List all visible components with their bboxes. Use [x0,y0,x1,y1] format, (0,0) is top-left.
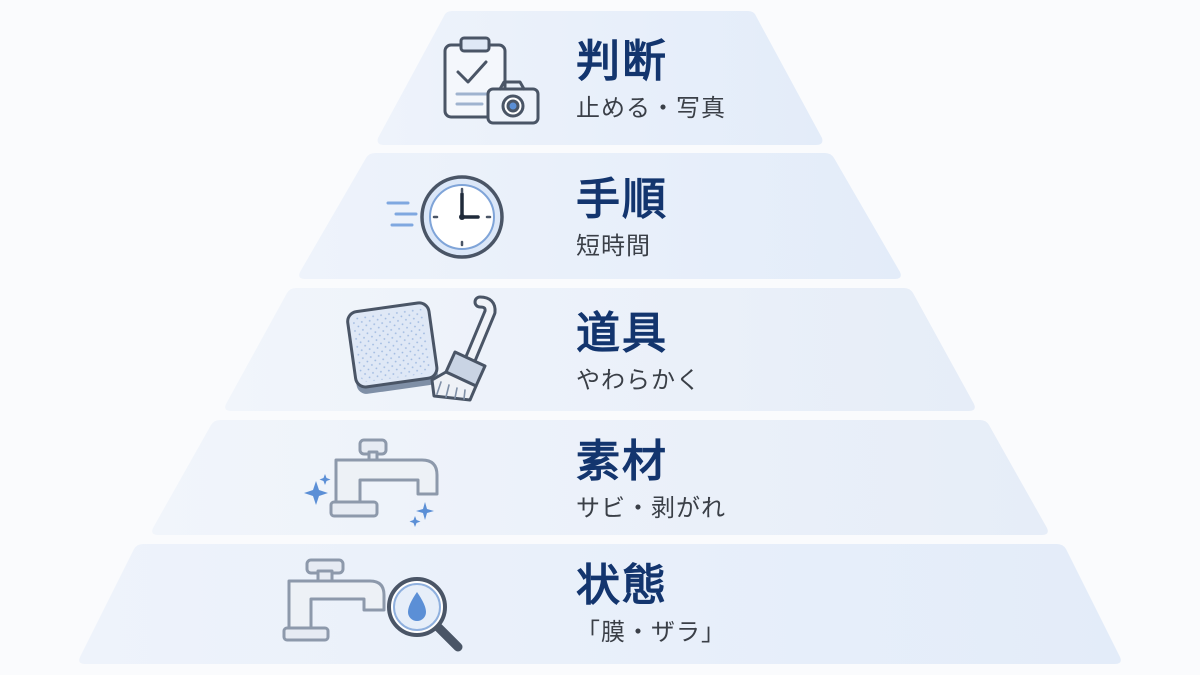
tier-5-subtitle: 「膜・ザラ」 [576,618,726,646]
clipboard-camera-icon [443,36,540,125]
tier-1-title: 判断 [576,36,668,87]
tier-4-label: 素材 サビ・剥がれ [576,436,726,523]
tier-2-subtitle: 短時間 [576,232,651,260]
tier-2-title: 手順 [576,174,668,225]
tier-1-subtitle: 止める・写真 [576,94,726,122]
faucet-magnifier-icon [282,558,463,652]
tier-4-title: 素材 [576,436,668,487]
clock-icon [386,175,504,259]
tier-3-label: 道具 やわらかく [576,308,701,395]
tier-1-label: 判断 止める・写真 [576,36,726,123]
tier-2-label: 手順 短時間 [576,174,668,261]
tier-4-subtitle: サビ・剥がれ [576,494,726,522]
tier-3-title: 道具 [576,308,668,359]
faucet-sparkle-icon [304,438,439,527]
tier-5-label: 状態 「膜・ザラ」 [576,560,726,647]
sponge-brush-icon [346,295,497,402]
tier-3-subtitle: やわらかく [576,366,701,394]
tier-5-title: 状態 [576,560,668,611]
